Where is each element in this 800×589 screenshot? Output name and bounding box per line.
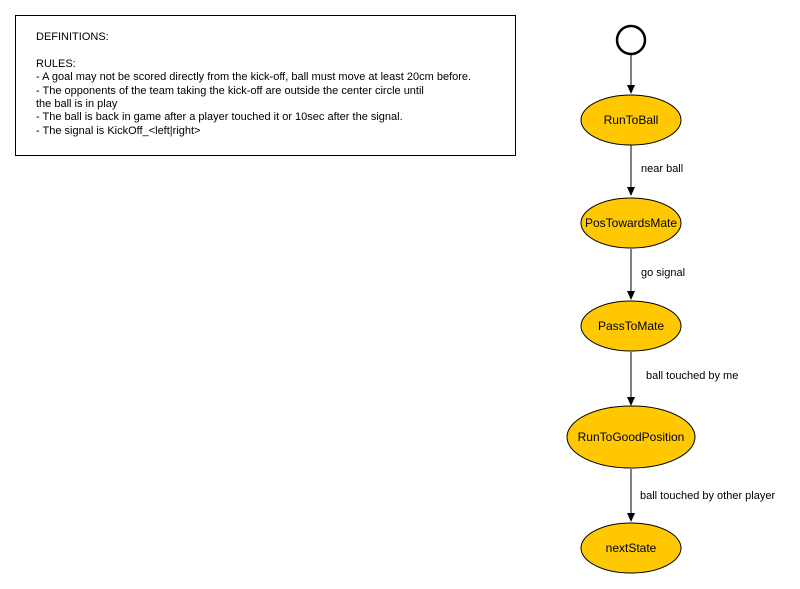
- state-runtogoodposition[interactable]: RunToGoodPosition: [566, 405, 696, 469]
- transition-label: ball touched by me: [646, 370, 738, 382]
- transition-runtogoodposition-to-nextstate: ball touched by other player: [627, 469, 775, 522]
- transition-passtomate-to-runtogoodposition: ball touched by me: [627, 352, 738, 406]
- state-node-shape: [580, 94, 682, 146]
- transition-runtoball-to-postowardsmate: near ball: [627, 145, 683, 196]
- notes-line: - The signal is KickOff_<left|right>: [36, 124, 201, 137]
- state-node-shape: [580, 300, 682, 352]
- state-label: PassToMate: [598, 319, 664, 333]
- state-label: RunToGoodPosition: [578, 430, 685, 444]
- notes-line: - The opponents of the team taking the k…: [36, 84, 424, 97]
- state-runtoball[interactable]: RunToBall: [580, 94, 682, 146]
- notes-box: DEFINITIONS: RULES: - A goal may not be …: [15, 15, 516, 156]
- transition-label: ball touched by other player: [640, 490, 775, 502]
- state-node-shape: [580, 522, 682, 574]
- state-node-shape: [580, 197, 682, 249]
- state-nextstate[interactable]: nextState: [580, 522, 682, 574]
- state-node-shape: [566, 405, 696, 469]
- transition-label: go signal: [641, 267, 685, 279]
- state-label: RunToBall: [604, 113, 659, 127]
- initial-state-node[interactable]: [615, 24, 647, 56]
- transition-label: near ball: [641, 163, 683, 175]
- state-label: nextState: [606, 541, 657, 555]
- notes-line: DEFINITIONS:: [36, 31, 109, 43]
- notes-line: the ball is in play: [36, 98, 118, 111]
- transition-postowardsmate-to-passtomate: go signal: [627, 249, 685, 300]
- state-label: PosTowardsMate: [585, 216, 677, 230]
- notes-line: - A goal may not be scored directly from…: [36, 71, 472, 84]
- state-postowardsmate[interactable]: PosTowardsMate: [580, 197, 682, 249]
- notes-line: RULES:: [36, 57, 76, 70]
- notes-line: - The ball is back in game after a playe…: [36, 111, 403, 124]
- state-passtomate[interactable]: PassToMate: [580, 300, 682, 352]
